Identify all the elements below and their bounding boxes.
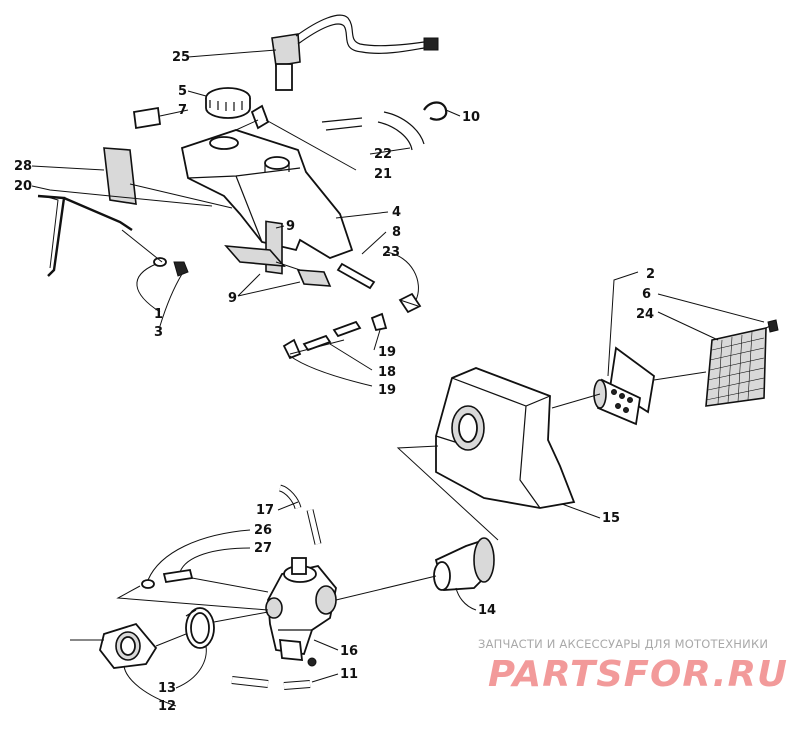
mounting-screw bbox=[162, 568, 194, 584]
watermark: ЗАПЧАСТИ И АКСЕССУАРЫ ДЛЯ МОТОТЕХНИКИ PA… bbox=[478, 637, 788, 695]
decal bbox=[132, 106, 162, 130]
callout-23: 23 bbox=[382, 245, 400, 260]
callout-26: 26 bbox=[254, 523, 272, 538]
callout-22: 22 bbox=[374, 147, 392, 162]
callout-8: 8 bbox=[392, 225, 401, 240]
callout-25: 25 bbox=[172, 50, 190, 65]
watermark-subtitle: ЗАПЧАСТИ И АКСЕССУАРЫ ДЛЯ МОТОТЕХНИКИ bbox=[478, 637, 768, 651]
screw bbox=[767, 319, 779, 333]
callout-4: 4 bbox=[392, 205, 401, 220]
callout-13: 13 bbox=[158, 681, 176, 696]
hose-clamp bbox=[423, 101, 448, 121]
drain-hose bbox=[231, 676, 311, 690]
callout-18: 18 bbox=[378, 365, 396, 380]
fuel-line-assembly bbox=[282, 292, 422, 360]
intake-boot bbox=[433, 537, 495, 591]
callout-24: 24 bbox=[636, 307, 654, 322]
callout-6: 6 bbox=[642, 287, 651, 302]
air-intake-tube bbox=[593, 346, 655, 426]
callout-14: 14 bbox=[478, 603, 496, 618]
callout-19-lower: 19 bbox=[378, 383, 396, 398]
callout-19-upper: 19 bbox=[378, 345, 396, 360]
callout-9-lower: 9 bbox=[228, 291, 237, 306]
callout-27: 27 bbox=[254, 541, 272, 556]
air-silencer-box bbox=[435, 367, 576, 509]
callout-16: 16 bbox=[340, 644, 358, 659]
callout-11: 11 bbox=[340, 667, 358, 682]
fuel-gauge-sender bbox=[271, 14, 439, 91]
decal-panel bbox=[103, 147, 137, 205]
washer bbox=[153, 257, 167, 267]
nut bbox=[173, 261, 189, 277]
callout-17: 17 bbox=[256, 503, 274, 518]
callout-2: 2 bbox=[646, 267, 655, 282]
leader-lines bbox=[31, 49, 765, 707]
callout-28: 28 bbox=[14, 159, 32, 174]
callout-20: 20 bbox=[14, 179, 32, 194]
callout-labels: 25 5 7 10 22 21 28 20 4 9 8 23 9 1 3 19 … bbox=[14, 50, 655, 714]
pin bbox=[336, 262, 376, 290]
callout-15: 15 bbox=[602, 511, 620, 526]
callout-10: 10 bbox=[462, 110, 480, 125]
fuel-tank bbox=[180, 129, 354, 275]
callout-7: 7 bbox=[178, 103, 187, 118]
callout-12: 12 bbox=[158, 699, 176, 714]
callout-21: 21 bbox=[374, 167, 392, 182]
intake-screen bbox=[705, 326, 767, 407]
carburetor-clamp bbox=[185, 607, 215, 649]
carburetor-flange bbox=[99, 622, 158, 669]
vent-hose bbox=[278, 484, 322, 545]
support-rod bbox=[37, 194, 133, 277]
watermark-brand: PARTSFOR.RU bbox=[488, 654, 788, 695]
alignment-lines bbox=[70, 119, 771, 647]
callout-1: 1 bbox=[154, 307, 163, 322]
lock-washer bbox=[141, 579, 155, 589]
callout-3: 3 bbox=[154, 325, 163, 340]
callout-9-upper: 9 bbox=[286, 219, 295, 234]
callout-5: 5 bbox=[178, 84, 187, 99]
carburetor bbox=[265, 557, 337, 667]
fuel-hose-upper bbox=[250, 104, 425, 151]
filler-cap bbox=[205, 87, 251, 119]
tank-bracket bbox=[224, 245, 332, 287]
